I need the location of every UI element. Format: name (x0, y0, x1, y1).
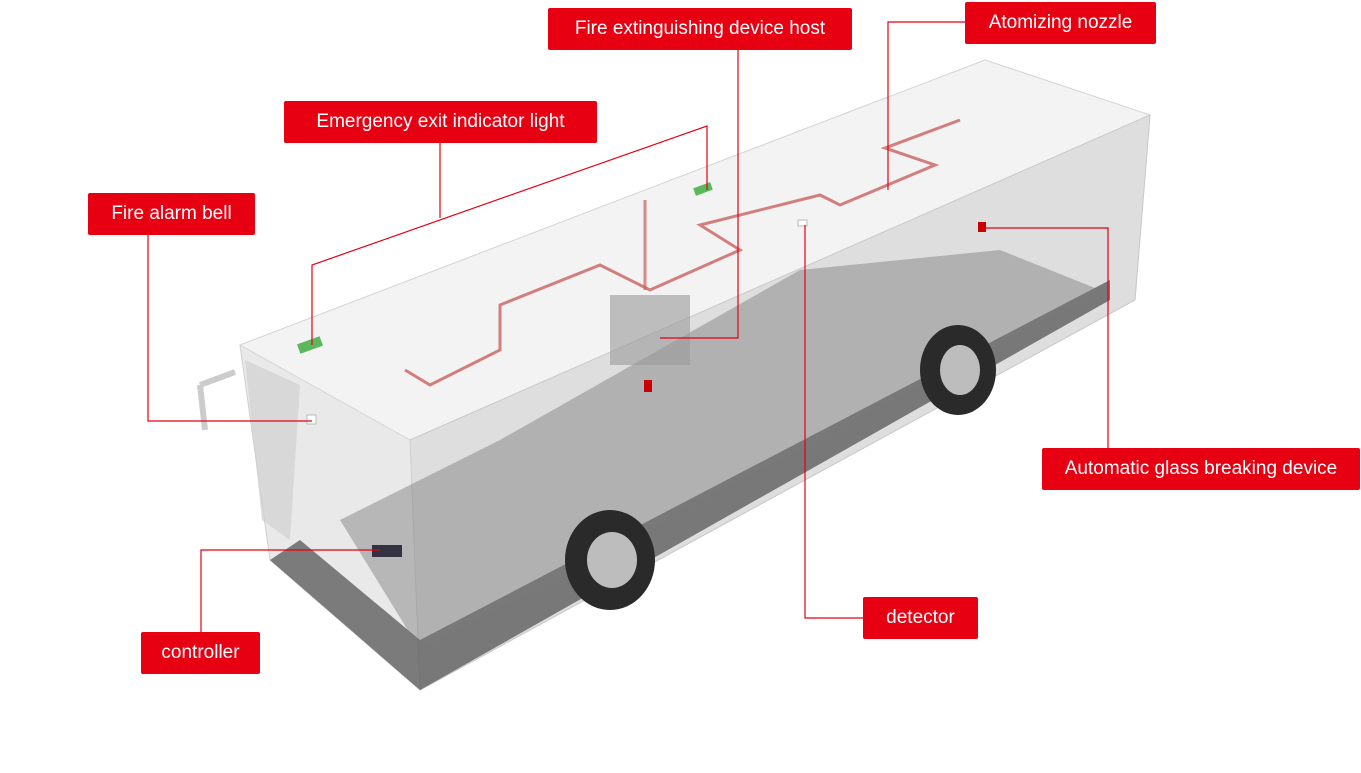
label-fire-alarm-bell: Fire alarm bell (88, 193, 255, 235)
leader-lines (147, 21, 1109, 632)
label-fire-extinguishing-device-host: Fire extinguishing device host (548, 8, 852, 50)
controller-device (372, 545, 402, 557)
red-device (644, 380, 652, 392)
glass-breaker-device (978, 222, 986, 232)
label-controller: controller (141, 632, 260, 674)
detector-device (797, 219, 808, 227)
rear-wheel (920, 325, 996, 415)
bus-body (197, 59, 1152, 691)
host-unit (610, 295, 690, 365)
label-detector: detector (863, 597, 978, 639)
label-automatic-glass-breaking-device: Automatic glass breaking device (1042, 448, 1360, 490)
front-wheel (565, 510, 655, 610)
exit-light-mid (693, 182, 713, 196)
pipe-network (404, 118, 961, 387)
label-atomizing-nozzle: Atomizing nozzle (965, 2, 1156, 44)
alarm-bell-device (306, 414, 317, 425)
label-emergency-exit-indicator-light: Emergency exit indicator light (284, 101, 597, 143)
exit-light-front (297, 336, 323, 354)
